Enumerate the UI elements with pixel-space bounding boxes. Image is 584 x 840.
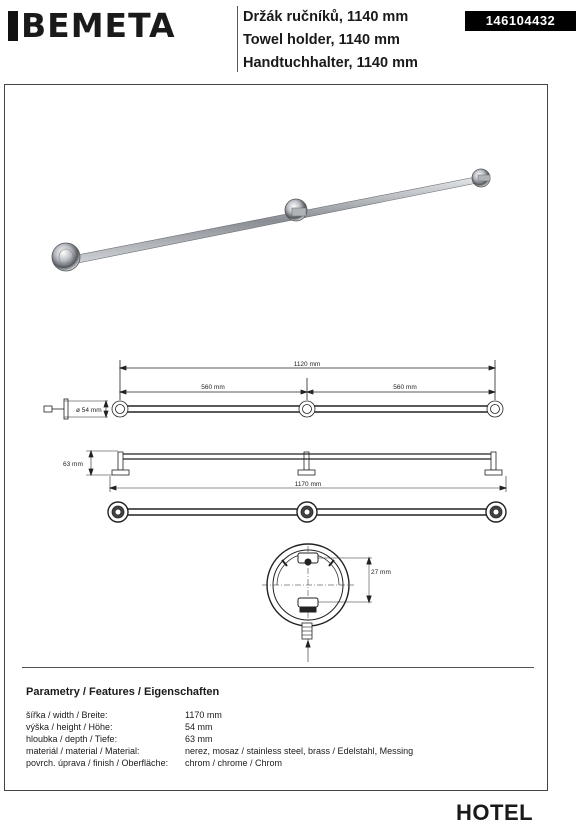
front-view — [43, 360, 504, 420]
brand-logo: BEMETA — [8, 8, 176, 44]
parameters-section: Parametry / Features / Eigenschaften šíř… — [26, 686, 413, 769]
header-divider — [237, 6, 238, 72]
param-key: šířka / width / Breite: — [26, 710, 108, 720]
rear-view — [107, 501, 507, 523]
photo-bar — [61, 174, 488, 267]
product-titles: Držák ručníků, 1140 mm Towel holder, 114… — [243, 6, 418, 75]
param-row: šířka / width / Breite: 1170 mm — [26, 709, 413, 721]
param-value: 1170 mm — [185, 710, 222, 720]
parameters-heading: Parametry / Features / Eigenschaften — [26, 686, 220, 698]
title-cz: Držák ručníků, 1140 mm — [243, 9, 409, 25]
dim-total-top: 1120 mm — [294, 361, 321, 368]
param-key: hloubka / depth / Tiefe: — [26, 734, 118, 744]
param-value: chrom / chrome / Chrom — [185, 758, 283, 768]
param-key: výška / height / Höhe: — [26, 722, 113, 732]
param-row: hloubka / depth / Tiefe: 63 mm — [26, 733, 413, 745]
param-row: povrch. úprava / finish / Oberfläche: chr… — [26, 757, 413, 769]
top-view — [86, 449, 508, 492]
flange-detail — [262, 543, 372, 662]
series-name: HOTEL — [456, 800, 534, 825]
dim-flange: 27 mm — [371, 569, 391, 576]
param-row: materiál / material / Material: nerez, mo… — [26, 745, 413, 757]
photo-flange-left — [51, 242, 81, 272]
dim-total-bottom: 1170 mm — [295, 481, 322, 488]
dim-right-half: 560 mm — [393, 384, 416, 391]
logo-text: BEMETA — [21, 6, 176, 45]
section-divider — [22, 667, 534, 668]
product-code: 146104432 — [465, 11, 576, 31]
dim-depth: 63 mm — [63, 461, 83, 468]
title-en: Towel holder, 1140 mm — [243, 32, 400, 48]
param-value: 54 mm — [185, 722, 213, 732]
param-value: nerez, mosaz / stainless steel, brass / … — [185, 746, 414, 756]
param-key: povrch. úprava / finish / Oberfläche: — [26, 758, 169, 768]
param-key: materiál / material / Material: — [26, 746, 140, 756]
product-photo — [51, 168, 491, 272]
logo-mark — [8, 11, 18, 41]
dim-left-half: 560 mm — [201, 384, 224, 391]
dim-diameter: ø 54 mm — [76, 407, 102, 414]
param-row: výška / height / Höhe: 54 mm — [26, 721, 413, 733]
param-value: 63 mm — [185, 734, 213, 744]
title-de: Handtuchhalter, 1140 mm — [243, 55, 418, 71]
drawing-frame — [4, 84, 548, 791]
